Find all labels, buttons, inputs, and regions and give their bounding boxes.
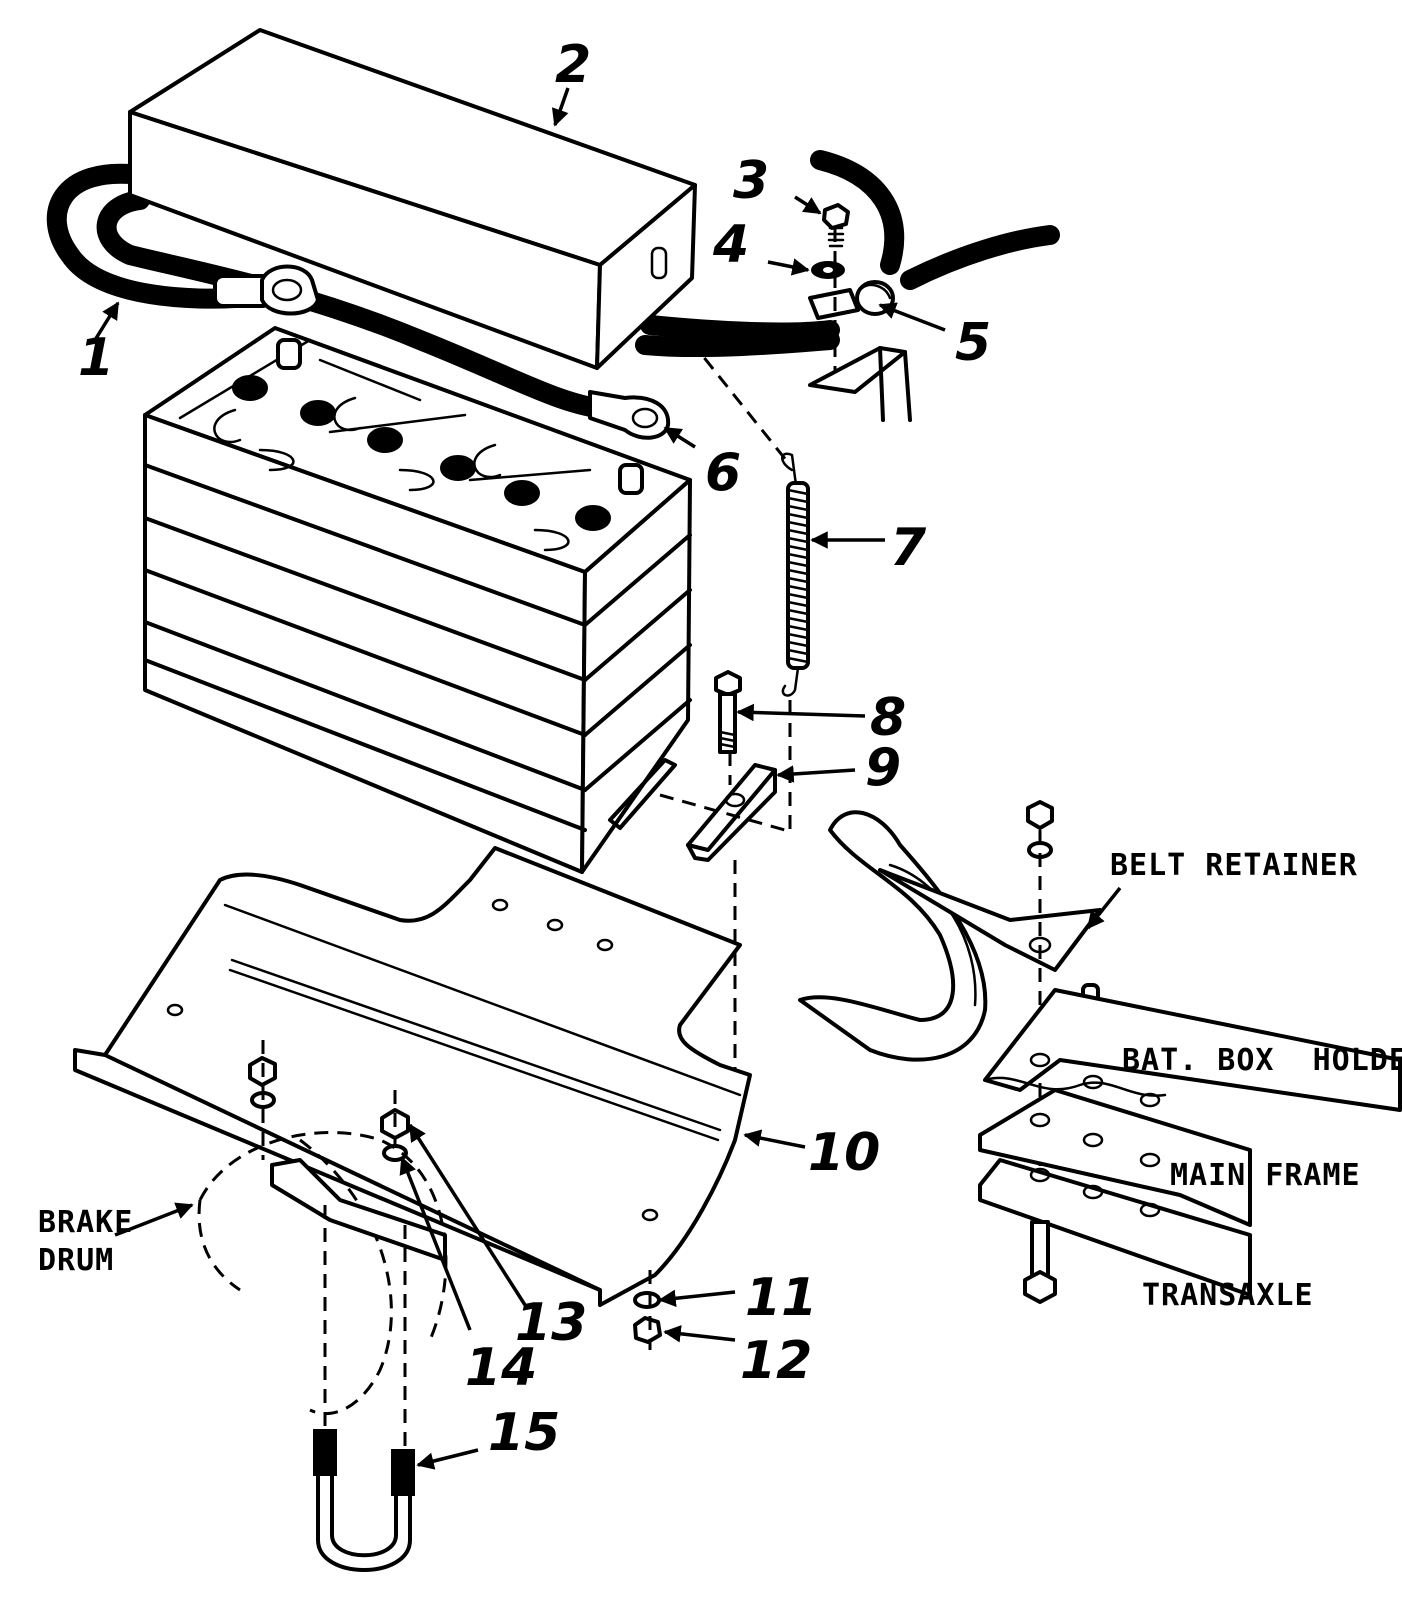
- callout-3: 3: [733, 151, 769, 211]
- callout-6: 6: [705, 443, 741, 503]
- callout-13: 13: [515, 1293, 587, 1353]
- brake-drum-outline: [197, 1131, 448, 1416]
- battery-cables: [46, 150, 1060, 420]
- callout-7: 7: [890, 518, 927, 578]
- battery-posts: [232, 338, 644, 531]
- battery-box-cover: [128, 28, 697, 370]
- spring-7: [781, 452, 810, 697]
- bat-box-holder: [983, 988, 1402, 1112]
- bolt-8: [714, 670, 742, 754]
- washer-4: [811, 261, 845, 279]
- axle-housing: [270, 1158, 447, 1262]
- callout-15: 15: [488, 1403, 560, 1463]
- channel-9: [686, 763, 777, 862]
- label-transaxle: TRANSAXLE: [1142, 1278, 1314, 1313]
- cable-lug-5: [808, 280, 895, 320]
- callout-4: 4: [712, 215, 749, 275]
- cable-terminal-1: [213, 264, 320, 316]
- u-bolt-15: [313, 1429, 415, 1572]
- nut-12: [633, 1316, 662, 1344]
- label-brake: BRAKE: [38, 1205, 133, 1240]
- callout-1: 1: [78, 328, 114, 388]
- callout-12: 12: [740, 1331, 812, 1391]
- callout-9: 9: [865, 738, 901, 798]
- label-main-frame: MAIN FRAME: [1170, 1158, 1361, 1193]
- transaxle-plate: [978, 1158, 1252, 1297]
- battery: [143, 326, 692, 874]
- washer-11: [633, 1291, 661, 1309]
- label-bat-box-holder: BAT. BOX HOLDER: [1122, 1043, 1402, 1078]
- main-frame: [978, 1088, 1252, 1227]
- nut-belt-retainer: [1026, 800, 1054, 859]
- cable-terminal-6: [588, 390, 671, 440]
- callout-numbers: 1 2 3 4 5 6 7 8 9 10 11 12 13 14 15: [78, 35, 991, 1463]
- callout-10: 10: [808, 1123, 880, 1183]
- label-drum: DRUM: [38, 1243, 114, 1278]
- nut-left: [248, 1056, 277, 1109]
- leader-lines: [93, 87, 1122, 1470]
- mounting-bracket: [808, 346, 912, 422]
- callout-14: 14: [465, 1338, 537, 1398]
- callout-8: 8: [870, 688, 906, 748]
- callout-2: 2: [555, 35, 591, 95]
- text-labels: BELT RETAINER BAT. BOX HOLDER MAIN FRAME…: [38, 848, 1402, 1313]
- transaxle-bolt: [1023, 1220, 1057, 1304]
- battery-tray-10: [73, 846, 752, 1307]
- callout-5: 5: [955, 313, 991, 373]
- belt-retainer: [798, 810, 1102, 1062]
- label-belt-retainer: BELT RETAINER: [1110, 848, 1358, 883]
- callout-11: 11: [745, 1268, 817, 1328]
